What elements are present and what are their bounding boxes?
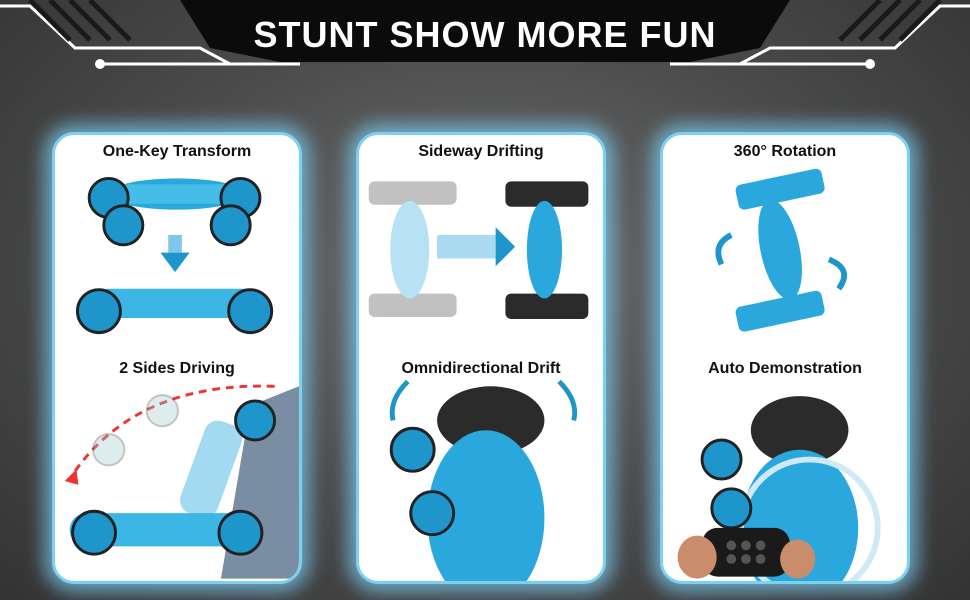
label-360-rotation: 360° Rotation [733,143,837,160]
label-one-key-transform: One-Key Transform [102,143,252,160]
panel-one-key-transform: One-Key Transform 2 Sides Driving [52,132,302,584]
banner-title: STUNT SHOW MORE FUN [253,14,717,55]
drift-illustration [368,181,589,581]
label-omnidirectional-drift: Omnidirectional Drift [401,360,561,377]
label-sideway-drifting: Sideway Drifting [418,143,544,160]
title-banner [0,0,970,69]
transform-illustration [64,176,299,579]
label-auto-demonstration: Auto Demonstration [708,360,862,377]
panel-sideway-drifting: Sideway Drifting Omnidirectional Drift [356,132,606,584]
label-two-sides-driving: 2 Sides Driving [119,360,235,377]
rotation-illustration [677,168,881,581]
panel-360-rotation: 360° Rotation Auto Demonstration [660,132,910,584]
